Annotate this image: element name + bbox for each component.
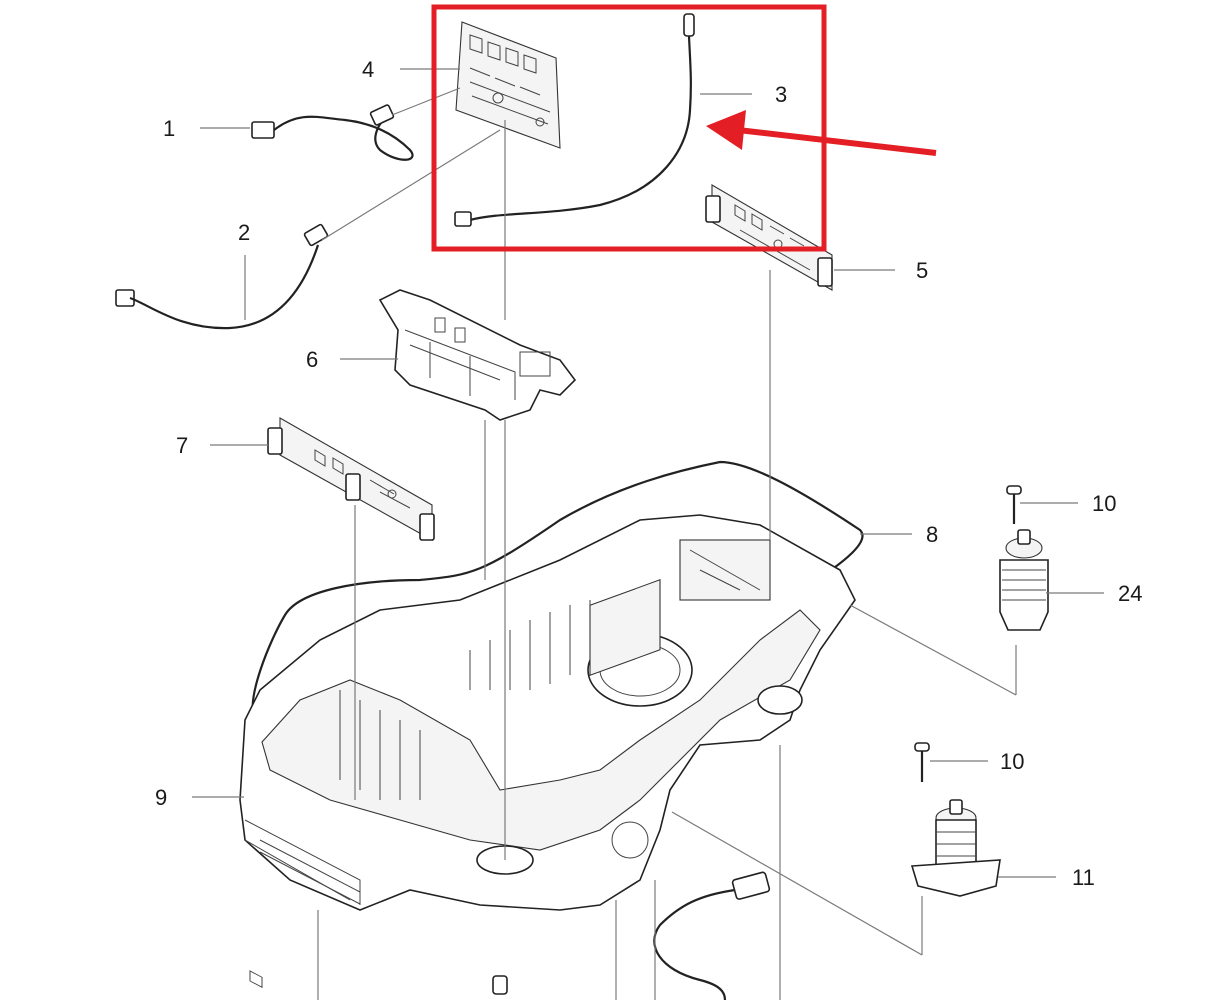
part-9-chassis [239, 514, 856, 989]
callout-2: 2 [238, 220, 250, 245]
part-1-cable [251, 104, 414, 161]
callout-1: 1 [163, 116, 175, 141]
callout-6: 6 [306, 347, 318, 372]
chassis-logo-plate [249, 839, 361, 989]
callout-7: 7 [176, 433, 188, 458]
part-24-motor [999, 529, 1049, 631]
highlight-box [431, 4, 827, 252]
callout-24: 24 [1118, 581, 1142, 606]
part-10-screw-bottom [914, 742, 930, 782]
leader-lines [192, 68, 1104, 1000]
part-11-motor [910, 799, 1001, 897]
callout-9: 9 [155, 785, 167, 810]
highlight-arrow-shaft [737, 127, 937, 156]
callout-3: 3 [775, 82, 787, 107]
part-4-circuit-board [455, 21, 561, 149]
part-5-circuit-board [705, 184, 833, 291]
part-10-screw-top [1006, 485, 1022, 524]
bottom-cable [492, 871, 771, 1000]
part-7-circuit-board [267, 417, 435, 541]
callout-labels: 1 2 3 4 5 6 7 8 9 10 24 10 11 [155, 57, 1142, 890]
highlight-annotation [431, 4, 937, 252]
callout-4: 4 [362, 57, 374, 82]
highlight-arrow-head [706, 110, 746, 150]
callout-8: 8 [926, 522, 938, 547]
callout-10-bottom: 10 [1000, 749, 1024, 774]
callout-10-top: 10 [1092, 491, 1116, 516]
callout-5: 5 [916, 258, 928, 283]
part-2-cable [115, 223, 329, 330]
part-3-sensor-cable [454, 13, 695, 227]
part-6-bracket [378, 289, 577, 421]
callout-11: 11 [1072, 865, 1095, 890]
